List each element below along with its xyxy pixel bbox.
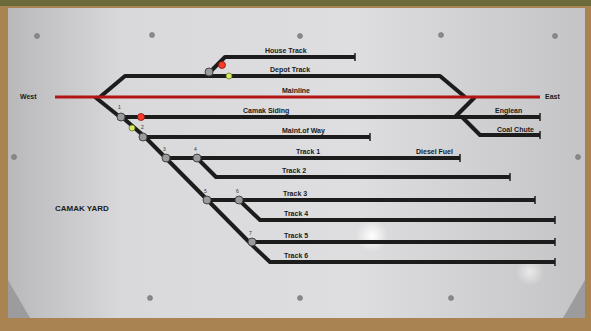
track-label: Track 6 — [284, 252, 308, 260]
direction-label: East — [545, 93, 560, 101]
track-label: Camak Siding — [243, 107, 289, 115]
track-label: Englean — [495, 107, 522, 115]
direction-label: West — [20, 93, 37, 101]
track-label: Track 5 — [284, 232, 308, 240]
track-label: Track 4 — [284, 210, 308, 218]
track-label: Track 2 — [282, 167, 306, 175]
switch-number: 2 — [141, 124, 144, 130]
track-label: Track 1 — [296, 148, 320, 156]
track-label: Depot Track — [270, 66, 310, 74]
switch-number: 1 — [118, 104, 121, 110]
track-label: Maint.of Way — [282, 127, 325, 135]
track-label: Mainline — [282, 87, 310, 95]
switch-number: 4 — [194, 146, 197, 152]
track-label: Track 3 — [283, 190, 307, 198]
track-label: Coal Chute — [497, 126, 534, 134]
switch-number: 5 — [204, 188, 207, 194]
switch-number: 6 — [236, 188, 239, 194]
switch-number: 7 — [249, 230, 252, 236]
yard-title: CAMAK YARD — [55, 204, 109, 213]
switch-number: 3 — [163, 146, 166, 152]
track-label: House Track — [265, 47, 307, 55]
track-label: Diesel Fuel — [416, 148, 453, 156]
